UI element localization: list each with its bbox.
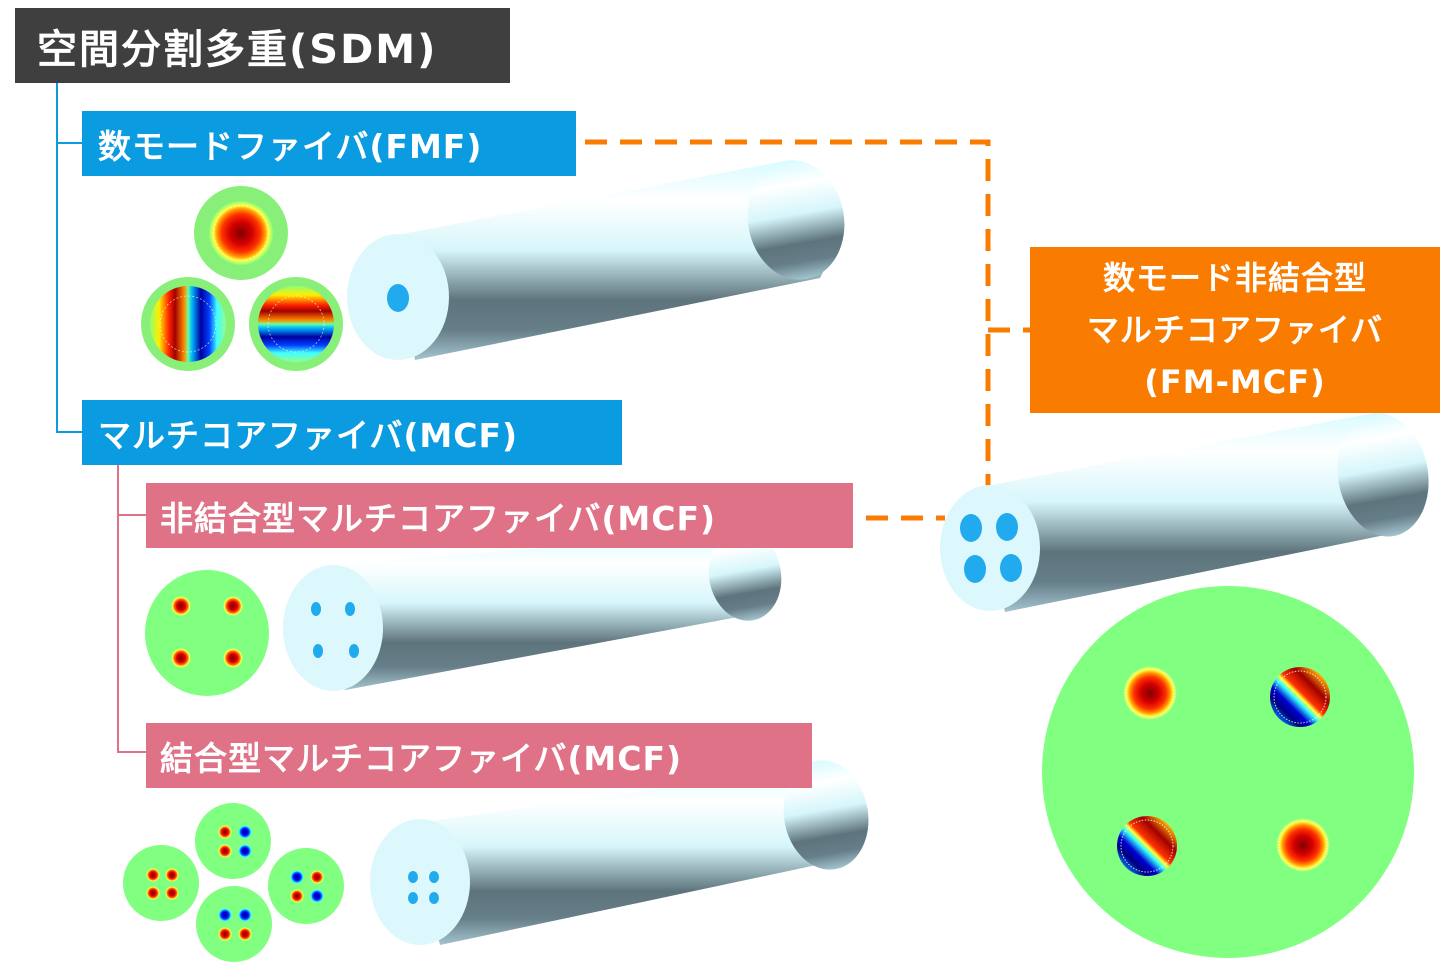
fmmcf-label-line-1: 数モード非結合型 [1102, 259, 1367, 297]
fiber-core [311, 602, 321, 616]
fiber-core [429, 892, 439, 904]
supermode-top [195, 803, 271, 879]
uc-mcf-fiber [283, 529, 782, 691]
uc-mcf-mode-pattern [145, 570, 269, 696]
fmmcf-label-line-2: マルチコアファイバ [1086, 311, 1384, 349]
mcf-label: マルチコアファイバ(MCF) [82, 400, 622, 465]
mode-lp01 [194, 186, 288, 280]
fiber-core [313, 644, 323, 658]
core-lp01-bottom-right [1276, 818, 1330, 872]
mcf-trunk-line [117, 465, 146, 753]
fiber-core [345, 602, 355, 616]
fiber-end-face [940, 485, 1040, 611]
fmmcf-mode-pattern [1042, 586, 1414, 958]
fiber-core [349, 644, 359, 658]
fiber-core [960, 514, 982, 542]
fiber-core [964, 555, 986, 583]
uncoupled-mcf-label: 非結合型マルチコアファイバ(MCF) [146, 483, 853, 548]
fiber-end-face [370, 819, 470, 945]
coupled-mcf-label: 結合型マルチコアファイバ(MCF) [146, 723, 812, 788]
fmf-to-fmmcf-dash [585, 139, 991, 520]
fiber-core [387, 284, 409, 312]
fmmcf-label: 数モード非結合型 マルチコアファイバ (FM-MCF) [1030, 247, 1440, 413]
fiber-end-face [283, 565, 383, 691]
fmmcf-dashed-connectors [585, 139, 1030, 521]
fmf-mode-patterns [141, 186, 343, 371]
fiber-core [1000, 554, 1022, 582]
fiber-core [408, 871, 418, 883]
core-lp01-top-left [1123, 666, 1177, 720]
sdm-trunk-line [56, 83, 82, 433]
fmf-fiber [347, 160, 845, 360]
tree-connectors [56, 83, 146, 753]
fiber-core [996, 513, 1018, 541]
page-title: 空間分割多重(SDM) [15, 8, 510, 83]
fiber-core [408, 892, 418, 904]
mode-lp11a [141, 277, 235, 371]
supermode-right [268, 848, 344, 924]
fiber-core [429, 871, 439, 883]
fmmcf-fiber [940, 412, 1429, 612]
mode-lp11b [249, 277, 343, 371]
supermode-left [123, 845, 199, 921]
core-lp11-bottom-left [1117, 816, 1177, 876]
supermode-bottom [196, 886, 272, 962]
fmmcf-label-line-3: (FM-MCF) [1144, 363, 1326, 401]
core-lp11-top-right [1270, 667, 1330, 727]
coupled-mcf-supermodes [123, 803, 344, 962]
fmf-label: 数モードファイバ(FMF) [82, 111, 576, 176]
